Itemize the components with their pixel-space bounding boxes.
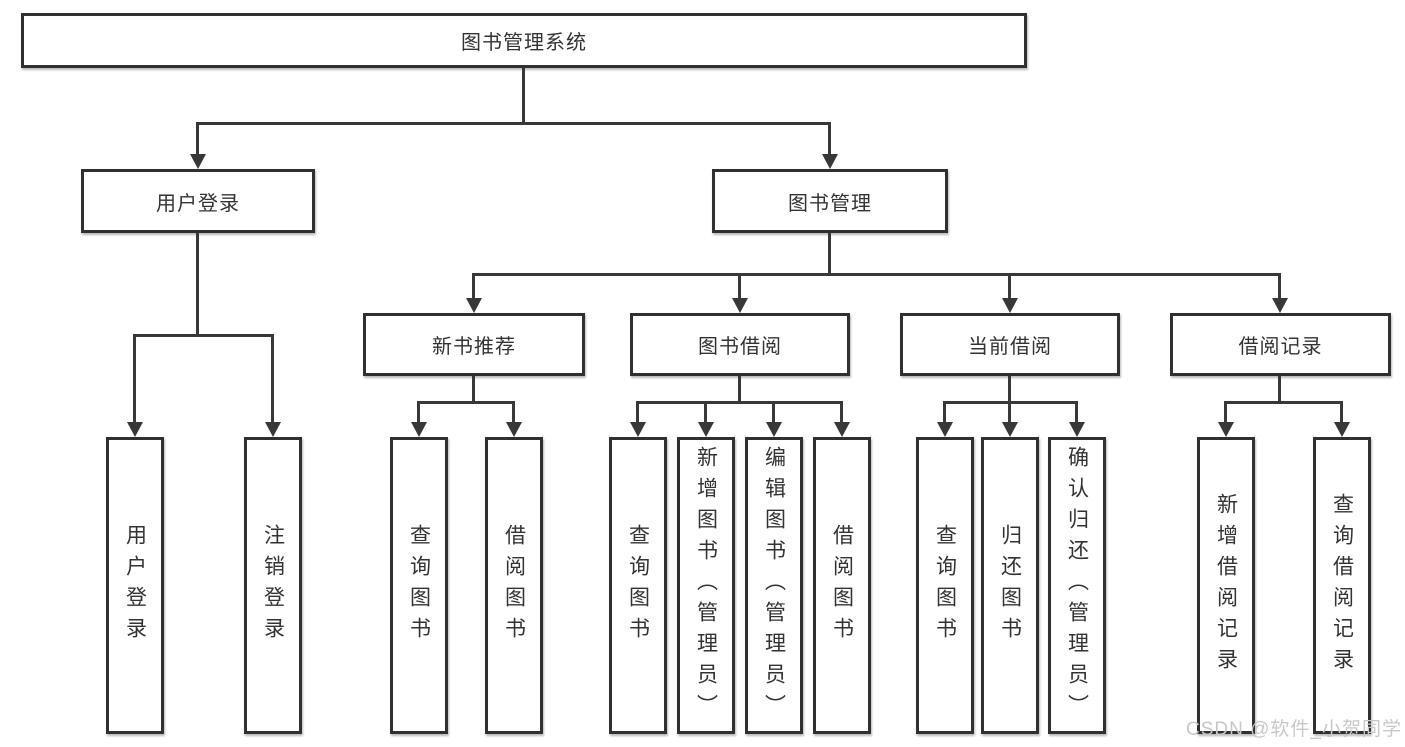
node-label: 用户登录 [123,523,147,648]
node-label: 查询图书 [407,523,431,648]
connector-user-login-stub [196,233,199,337]
node-label: 查询借阅记录 [1330,492,1354,679]
connector-arrow-book-borrowing [738,273,741,298]
connector-arrow-edit-books-admin [772,401,775,422]
node-user-login-branch: 用户登录 [81,169,315,233]
connector-borrowing-hline [636,401,843,404]
connector-arrow-add-books-admin [704,401,707,422]
connector-arrow-user-login-branch [196,122,199,154]
node-label: 查询图书 [626,523,650,648]
connector-arrow-query-books-borrow [636,401,639,422]
node-library-management-system: 图书管理系统 [21,13,1027,68]
node-borrow-books-recommend: 借阅图书 [485,437,543,734]
connector-arrow-logout [271,334,274,422]
connector-arrow-return-books [1008,401,1011,422]
connector-book-management-stub [828,233,831,276]
node-confirm-return-admin: 确认归还（管理员） [1048,437,1106,734]
node-book-management-branch: 图书管理 [712,169,948,233]
connector-borrowing-stub [738,376,741,404]
connector-arrow-query-borrow-record [1340,401,1343,422]
connector-user-login-hline [133,334,274,337]
connector-current-stub [1008,376,1011,404]
node-query-books-recommend: 查询图书 [390,437,448,734]
node-label: 图书管理系统 [461,32,587,54]
connector-records-hline [1224,401,1343,404]
node-label: 新增图书（管理员） [694,446,718,725]
node-new-book-recommendation: 新书推荐 [363,313,585,376]
connector-arrow-borrow-books [840,401,843,422]
node-return-books: 归还图书 [981,437,1039,734]
connector-root-hline [196,122,831,125]
node-add-borrow-record: 新增借阅记录 [1197,437,1255,734]
csdn-watermark: CSDN @软件_小贺同学 [1186,719,1402,740]
connector-recommend-stub [472,376,475,404]
connector-records-stub [1278,376,1281,404]
node-book-borrowing: 图书借阅 [630,313,850,376]
connector-arrow-query-books-current [943,401,946,422]
connector-arrow-borrow-books-recommend [512,401,515,422]
node-label: 确认归还（管理员） [1065,446,1089,725]
node-label: 查询图书 [933,523,957,648]
node-add-books-admin: 新增图书（管理员） [677,437,735,734]
connector-arrow-add-borrow-record [1224,401,1227,422]
connector-arrow-book-management-branch [828,122,831,154]
node-label: 图书管理 [788,192,872,215]
connector-root-stub [522,68,525,125]
node-current-borrowing: 当前借阅 [900,313,1120,376]
node-query-borrow-record: 查询借阅记录 [1313,437,1371,734]
node-label: 新书推荐 [432,336,516,358]
connector-arrow-borrowing-records [1278,273,1281,298]
connector-recommend-hline [417,401,515,404]
node-borrowing-records: 借阅记录 [1170,313,1391,376]
connector-book-management-hline [472,273,1281,276]
node-borrow-books: 借阅图书 [813,437,871,734]
connector-arrow-confirm-return-admin [1075,401,1078,422]
node-user-login: 用户登录 [106,437,164,734]
node-edit-books-admin: 编辑图书（管理员） [745,437,803,734]
node-label: 借阅图书 [830,523,854,648]
connector-arrow-query-books-recommend [417,401,420,422]
connector-arrow-new-book-recommendation [472,273,475,298]
node-label: 归还图书 [998,523,1022,648]
node-label: 图书借阅 [698,336,782,358]
node-label: 当前借阅 [968,336,1052,358]
node-label: 注销登录 [261,523,285,648]
node-label: 借阅图书 [502,523,526,648]
node-logout: 注销登录 [244,437,302,734]
connector-arrow-current-borrowing [1008,273,1011,298]
node-query-books-current: 查询图书 [916,437,974,734]
node-label: 借阅记录 [1238,336,1323,358]
node-label: 新增借阅记录 [1214,492,1238,679]
connector-arrow-user-login [133,334,136,422]
node-query-books-borrow: 查询图书 [609,437,667,734]
node-label: 编辑图书（管理员） [762,446,786,725]
node-label: 用户登录 [156,192,240,215]
